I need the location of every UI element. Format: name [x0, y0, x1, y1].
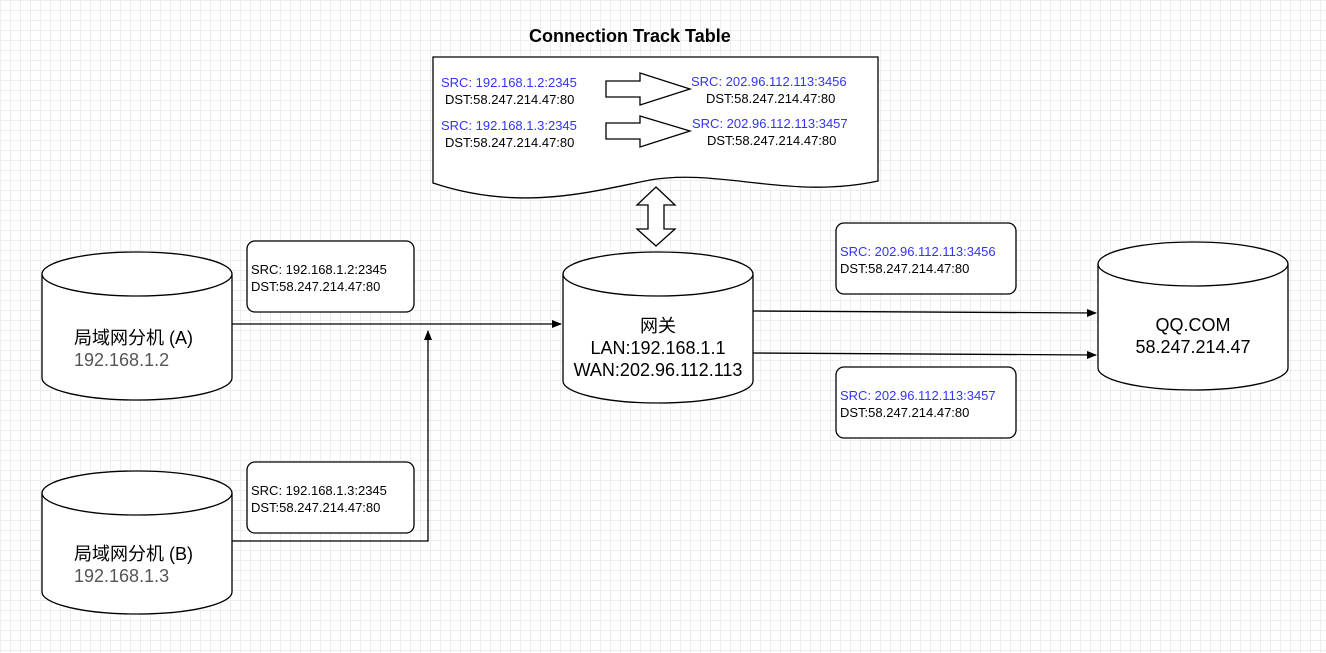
conntrack-entry-1-translated-src: SRC: 202.96.112.113:3456 — [691, 74, 847, 89]
packet-a-src: SRC: 192.168.1.2:2345 — [251, 262, 387, 277]
conntrack-entry-2-original-src: SRC: 192.168.1.3:2345 — [441, 118, 577, 133]
conntrack-entry-2-original-dst: DST:58.247.214.47:80 — [445, 135, 575, 150]
packet-box-b — [246, 461, 415, 534]
server-label: QQ.COM 58.247.214.47 — [1098, 314, 1288, 358]
packet-b-dst: DST:58.247.214.47:80 — [251, 500, 381, 515]
host-b-to-gateway-edge — [232, 330, 432, 542]
conntrack-table-title: Connection Track Table — [529, 26, 731, 46]
conntrack-entry-2-translated-dst: DST:58.247.214.47:80 — [707, 133, 837, 148]
gateway-cylinder — [562, 251, 754, 404]
server-ip: 58.247.214.47 — [1135, 337, 1251, 357]
translation-arrow-2 — [605, 115, 693, 148]
host-b-label: 局域网分机 (B) 192.168.1.3 — [74, 543, 193, 587]
conntrack-entry-1-original-src: SRC: 192.168.1.2:2345 — [441, 75, 577, 90]
gateway-wan: WAN:202.96.112.113 — [573, 360, 743, 380]
host-b-name: 局域网分机 (B) — [74, 544, 193, 564]
host-a-name: 局域网分机 (A) — [74, 328, 193, 348]
translation-arrow-1 — [605, 72, 693, 106]
host-b-cylinder — [41, 470, 233, 615]
host-a-ip: 192.168.1.2 — [74, 350, 170, 370]
server-name: QQ.COM — [1155, 315, 1231, 335]
packet-wan-1-dst: DST:58.247.214.47:80 — [840, 261, 970, 276]
packet-box-wan-1 — [835, 222, 1017, 295]
gateway-to-server-edge-1 — [752, 308, 1097, 317]
server-cylinder — [1097, 241, 1289, 391]
gateway-lan: LAN:192.168.1.1 — [590, 338, 726, 358]
packet-wan-2-dst: DST:58.247.214.47:80 — [840, 405, 970, 420]
conntrack-entry-2-translated-src: SRC: 202.96.112.113:3457 — [692, 116, 848, 131]
host-a-cylinder — [41, 251, 233, 401]
host-a-label: 局域网分机 (A) 192.168.1.2 — [74, 327, 193, 371]
conntrack-entry-1-translated-dst: DST:58.247.214.47:80 — [706, 91, 836, 106]
host-b-ip: 192.168.1.3 — [74, 566, 170, 586]
gateway-name: 网关 — [640, 316, 676, 336]
packet-wan-2-src: SRC: 202.96.112.113:3457 — [840, 388, 996, 403]
gateway-to-server-edge-2 — [752, 350, 1097, 359]
packet-wan-1-src: SRC: 202.96.112.113:3456 — [840, 244, 996, 259]
packet-box-wan-2 — [835, 366, 1017, 439]
gateway-label: 网关 LAN:192.168.1.1 WAN:202.96.112.113 — [563, 315, 753, 381]
packet-box-a — [246, 240, 415, 313]
conntrack-entry-1-original-dst: DST:58.247.214.47:80 — [445, 92, 575, 107]
table-gateway-double-arrow — [635, 186, 677, 247]
packet-a-dst: DST:58.247.214.47:80 — [251, 279, 381, 294]
packet-b-src: SRC: 192.168.1.3:2345 — [251, 483, 387, 498]
